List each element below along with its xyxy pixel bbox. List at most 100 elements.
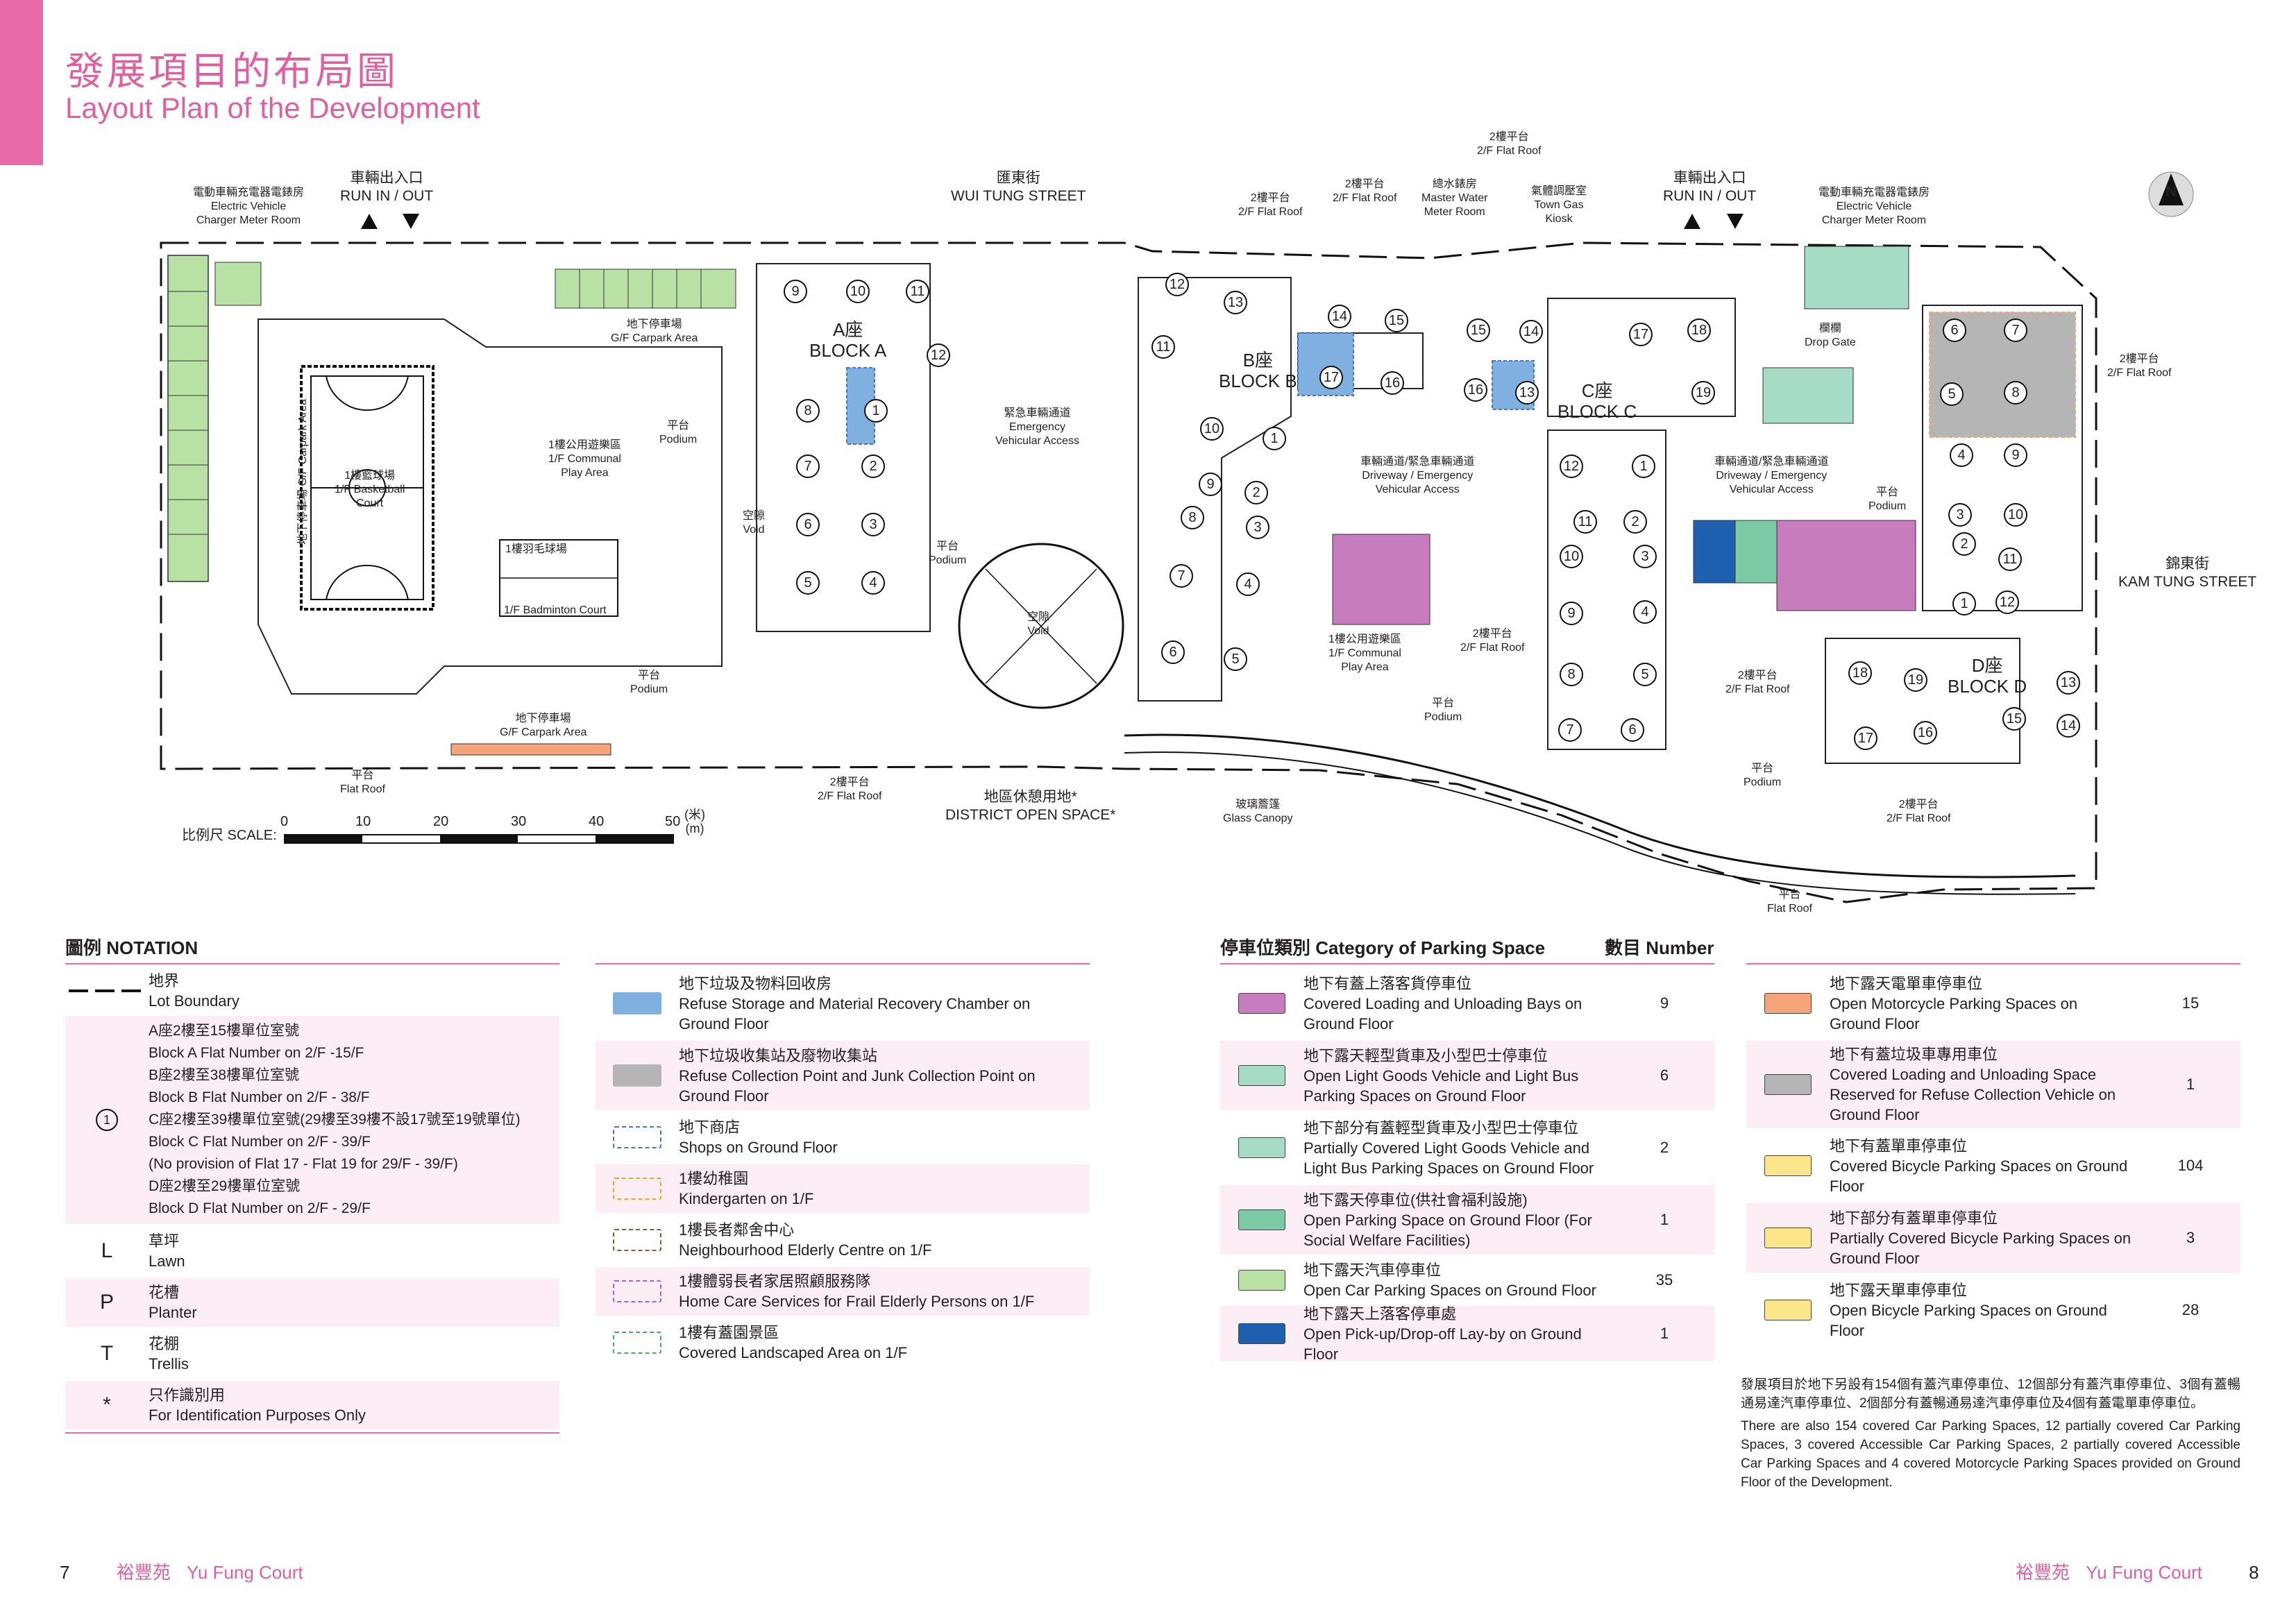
flat-number-block-c-19: 19 (1691, 381, 1715, 405)
scale-tick-10: 10 (355, 814, 371, 829)
parking-count: 15 (2181, 994, 2200, 1012)
page-number-left: 7 (60, 1562, 70, 1583)
page-number-right: 8 (2249, 1562, 2259, 1583)
flat-number-block-d-14: 14 (2057, 714, 2080, 738)
flat-number-block-d-10: 10 (2004, 503, 2027, 527)
parking-swatch (1220, 1209, 1303, 1230)
flat-number-block-b-1: 1 (1263, 427, 1286, 450)
open-car-parking-top (555, 269, 736, 309)
flat-number-block-d-3: 3 (1948, 503, 1972, 527)
footer-name-en-left: Yu Fung Court (186, 1562, 303, 1583)
run-in-out-arrows-left (361, 214, 419, 229)
flat-number-block-c-8: 8 (1560, 663, 1583, 686)
flat-number-block-a-11: 11 (906, 280, 929, 303)
footer-name-en-right: Yu Fung Court (2086, 1562, 2202, 1583)
parking-swatch (1220, 1323, 1303, 1344)
flat-number-block-b-9: 9 (1199, 473, 1222, 496)
parking-row: 地下露天停車位(供社會福利設施)Open Parking Space on Gr… (1220, 1185, 1714, 1255)
flat-number-block-c-6: 6 (1621, 718, 1644, 742)
north-label: N (2166, 182, 2177, 200)
parking-count: 6 (1660, 1067, 1669, 1084)
flat-number-symbol: 1 (65, 1109, 149, 1131)
flat-number-block-a-10: 10 (846, 280, 870, 303)
facility-swatch (596, 1178, 679, 1200)
flat-number-block-b-17: 17 (1319, 366, 1343, 389)
flat-number-block-d-4: 4 (1950, 443, 1973, 467)
flat-number-block-d-1: 1 (1952, 592, 1976, 615)
flat-number-block-d-5: 5 (1940, 382, 1964, 406)
flat-number-block-b-2: 2 (1244, 481, 1268, 504)
flat-number-block-c-10: 10 (1560, 545, 1583, 568)
parking-swatch (1220, 1065, 1303, 1086)
parking-swatch (1220, 1137, 1303, 1158)
open-car-parking-strip-left (167, 255, 209, 582)
scale-bar (284, 834, 674, 844)
flat-number-block-c-16: 16 (1464, 378, 1487, 402)
north-arrow-icon (2148, 171, 2194, 217)
flat-number-block-a-6: 6 (796, 513, 820, 536)
loading-bays-block-b (1332, 534, 1430, 625)
flat-number-block-d-16: 16 (1914, 721, 1937, 745)
parking-title: 停車位類別 Category of Parking Space (1220, 937, 1546, 958)
motorcycle-parking-strip (450, 743, 611, 756)
header-accent-bar (0, 0, 43, 165)
scale-unit: (米)(m) (684, 808, 705, 835)
flat-number-block-d-7: 7 (2004, 318, 2027, 342)
flat-number-block-b-6: 6 (1161, 640, 1185, 664)
facility-swatch (596, 1332, 679, 1354)
notation-rule (65, 963, 559, 965)
parking-note-en: There are also 154 covered Car Parking S… (1741, 1419, 2240, 1490)
parking-swatch (1220, 1270, 1303, 1291)
footer-name-zh-left: 裕豐苑 (116, 1562, 171, 1583)
facility-swatch (596, 1126, 679, 1148)
flat-number-block-b-5: 5 (1224, 647, 1247, 671)
scale-tick-50: 50 (665, 814, 681, 829)
parking-swatch (1746, 993, 1830, 1014)
flat-number-block-c-18: 18 (1687, 318, 1711, 342)
scale-tick-40: 40 (589, 814, 605, 829)
parking-rule-right (1746, 963, 2240, 965)
notation-title: 圖例 NOTATION (65, 937, 199, 958)
parking-swatch (1746, 1300, 1830, 1320)
facility-swatch (596, 1229, 679, 1251)
flat-number-block-b-11: 11 (1151, 335, 1175, 359)
flat-number-block-a-4: 4 (861, 571, 885, 595)
parking-rule-left (1220, 963, 1714, 965)
